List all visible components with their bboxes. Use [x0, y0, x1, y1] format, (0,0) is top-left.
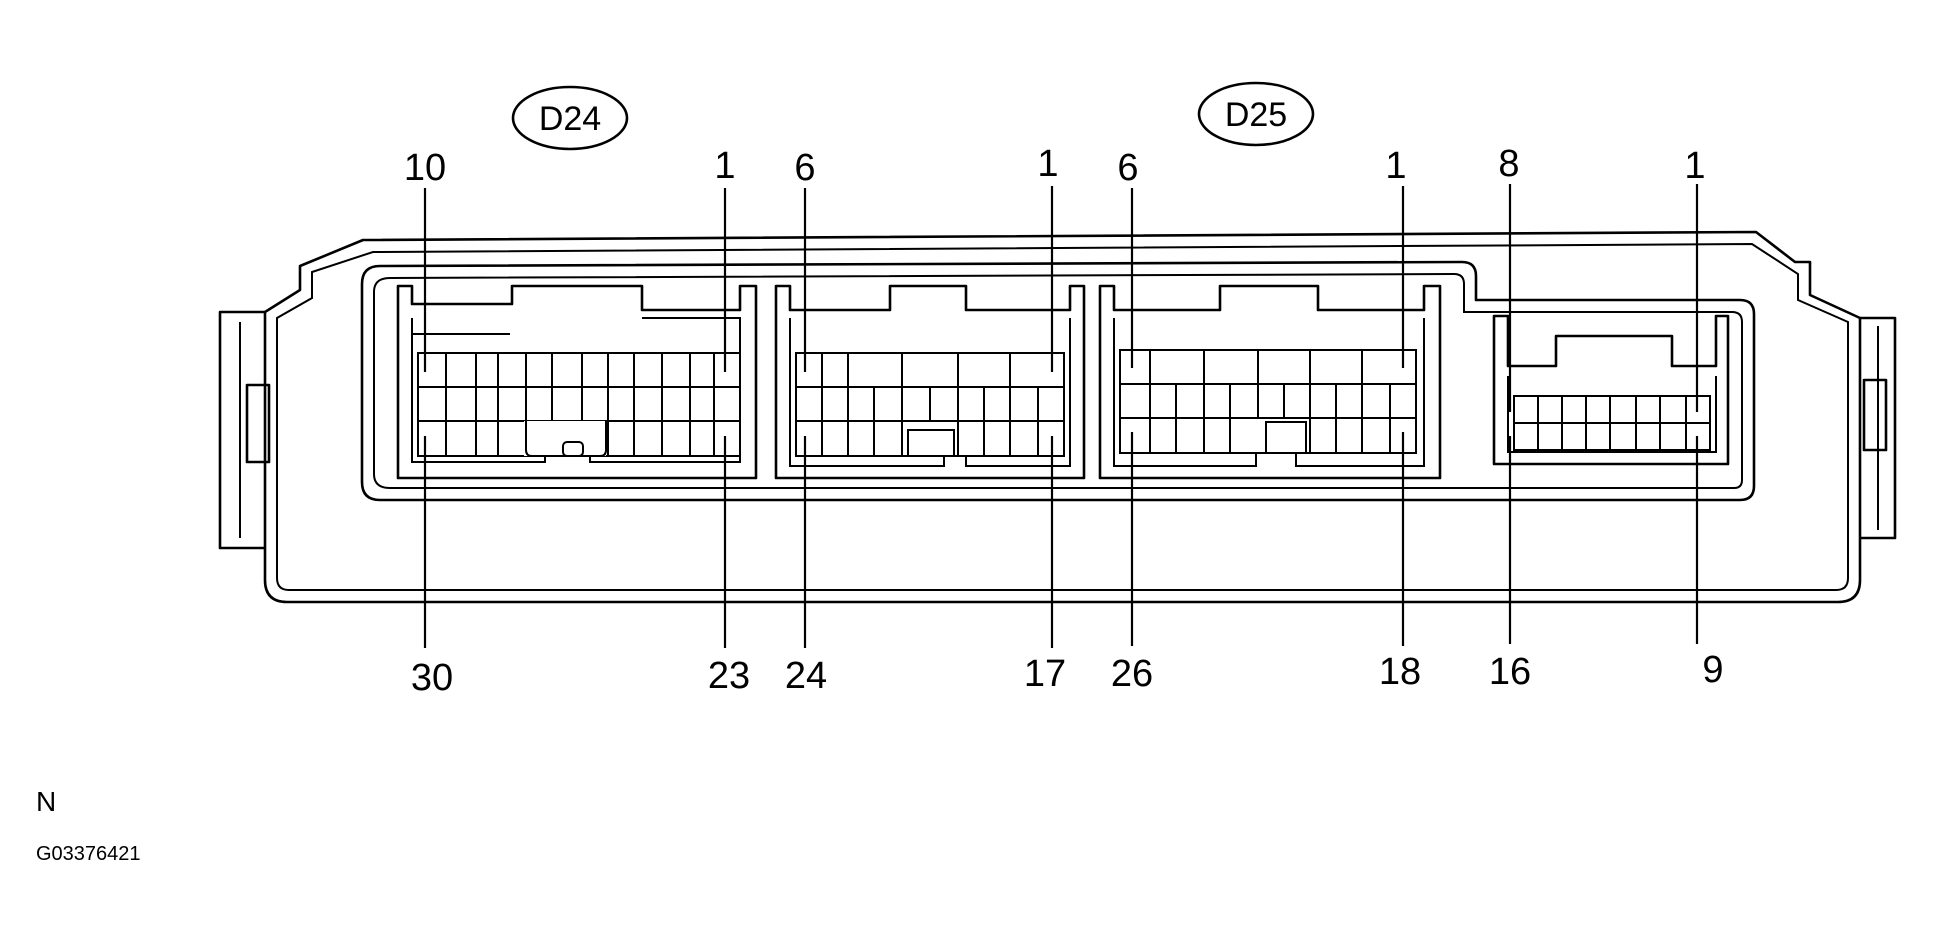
connector-tag-d25: D25 [1197, 81, 1315, 147]
mating-face-frame [360, 260, 1756, 502]
pin-label: 1 [1037, 143, 1058, 185]
pin-label: 1 [1684, 145, 1705, 187]
top-pin-labels: 10 1 6 1 6 1 8 1 [404, 143, 1706, 189]
pin-leader-lines [423, 184, 1699, 648]
pin-label: 26 [1111, 653, 1153, 695]
connector-block-d24-a [396, 284, 758, 480]
pin-label: 8 [1498, 143, 1519, 185]
pin-label: 24 [785, 655, 827, 697]
ecu-housing [218, 230, 1897, 604]
connector-tag-d25-text: D25 [1225, 96, 1287, 134]
pin-label: 23 [708, 655, 750, 697]
pin-label: 30 [411, 657, 453, 699]
pin-label: 9 [1702, 649, 1723, 691]
pin-label: 1 [714, 145, 735, 187]
view-mark: N [36, 786, 56, 817]
figure-code: G03376421 [36, 843, 141, 865]
pin-label: 10 [404, 147, 446, 189]
pin-label: 6 [794, 147, 815, 189]
connector-block-d25-b [1492, 314, 1730, 466]
connector-block-d25-a [1098, 284, 1442, 480]
pin-label: 16 [1489, 651, 1531, 693]
connector-tag-d24-text: D24 [539, 100, 601, 138]
connector-tag-d24: D24 [511, 85, 629, 151]
pin-label: 1 [1385, 145, 1406, 187]
pin-label: 18 [1379, 651, 1421, 693]
connector-block-d24-b [774, 284, 1086, 480]
bottom-pin-labels: 30 23 24 17 26 18 16 9 [411, 649, 1724, 699]
pin-label: 6 [1117, 147, 1138, 189]
pin-label: 17 [1024, 653, 1066, 695]
